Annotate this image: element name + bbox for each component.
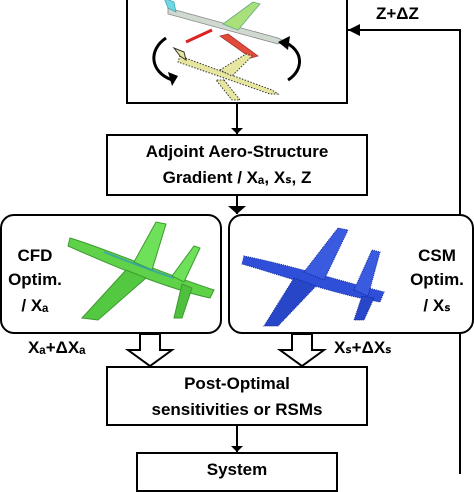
cfd-tail-fin <box>171 245 201 283</box>
cfd-box-line3: / Xₐ <box>21 296 49 315</box>
csm-wing-upper <box>303 227 349 281</box>
cfd-box-line1: CFD <box>17 246 53 265</box>
hollow-arrow-csm <box>276 333 328 368</box>
csm-box-line2: Optim. <box>410 270 464 289</box>
top-aircraft-icon <box>164 0 288 59</box>
cfd-tail-plane <box>173 283 193 319</box>
aircraft-coupling-illustration <box>152 0 301 101</box>
xs-update-label: Xₛ+ΔXₛ <box>334 338 392 357</box>
feedback-arrowhead <box>348 24 360 36</box>
csm-aircraft-illustration <box>241 227 385 327</box>
xa-update-label: Xₐ+ΔXₐ <box>28 338 86 357</box>
hollow-arrow-cfd <box>124 333 176 368</box>
cfd-wing-lower <box>80 269 147 321</box>
system-box-line1: System <box>206 460 268 479</box>
arrowhead-adjoint-panels <box>228 206 246 214</box>
adjoint-box-line2: Gradient / Xₐ, Xₛ, Z <box>162 168 312 187</box>
cycle-arrow-left <box>152 36 173 82</box>
feedback-label: Z+ΔZ <box>376 4 419 23</box>
arrowhead-postopt-system <box>231 446 243 452</box>
csm-box-line1: CSM <box>418 246 456 265</box>
csm-tail-fin <box>353 249 381 297</box>
csm-wing-lower <box>263 277 317 327</box>
csm-fuselage <box>241 255 385 303</box>
cfd-optimization-box: CFD Optim. / Xₐ <box>0 214 222 334</box>
cfd-box-line2: Optim. <box>8 270 62 289</box>
csm-optimization-box: CSM Optim. / Xₛ <box>228 214 474 334</box>
cfd-aircraft-illustration <box>67 221 215 321</box>
cfd-wing-upper <box>133 221 167 271</box>
bottom-aircraft-icon <box>172 46 280 101</box>
post-optimal-box: Post-Optimal sensitivities or RSMs <box>106 366 368 426</box>
coupled-analysis-box <box>126 0 348 104</box>
adjoint-box-line1: Adjoint Aero-Structure <box>145 142 329 161</box>
csm-tail-plane <box>353 295 375 321</box>
post-optimal-line2: sensitivities or RSMs <box>151 400 323 419</box>
adjoint-gradient-box: Adjoint Aero-Structure Gradient / Xₐ, Xₛ… <box>106 134 368 196</box>
system-box: System <box>136 452 338 492</box>
post-optimal-line1: Post-Optimal <box>184 374 290 393</box>
arrowhead-top-adjoint <box>231 128 243 134</box>
csm-box-line3: / Xₛ <box>423 296 451 315</box>
